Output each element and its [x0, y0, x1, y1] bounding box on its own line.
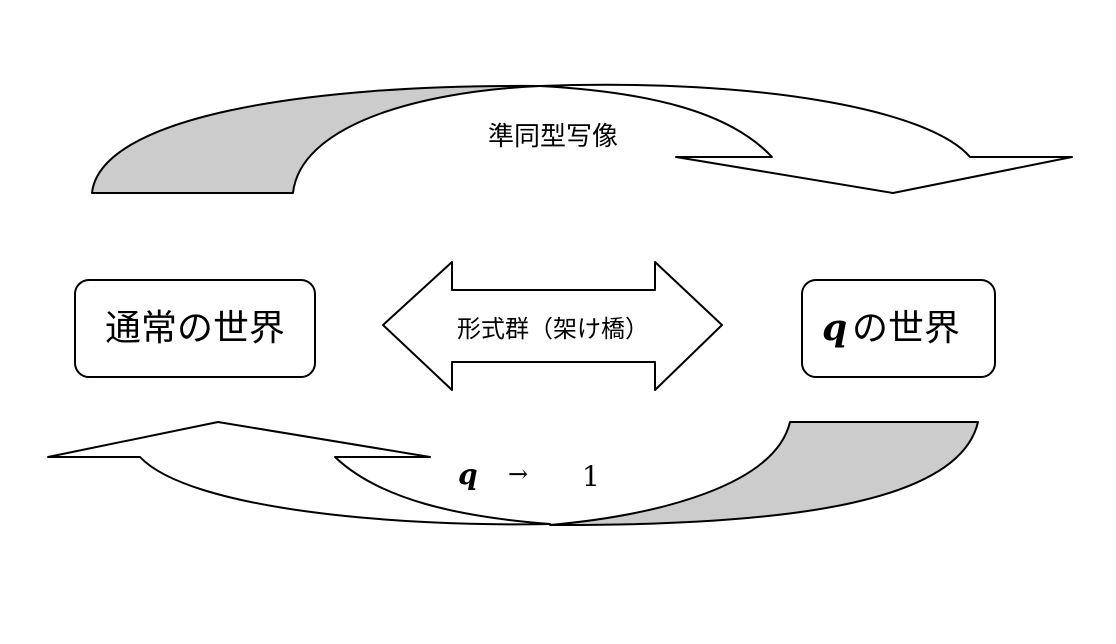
bottom-arrow-shaded-tail	[549, 421, 979, 527]
q-symbol: q	[822, 307, 847, 349]
top-arrow-body	[539, 83, 1073, 194]
q-world-box	[801, 279, 996, 378]
formal-group-label: 形式群（架け橋）	[457, 315, 649, 343]
bottom-one: 1	[582, 460, 600, 493]
bottom-arrow-symbol: →	[508, 460, 528, 488]
ordinary-world-box	[74, 279, 316, 378]
q-world-label: の世界	[852, 308, 960, 349]
top-arrow-shaded-tail	[91, 84, 541, 194]
ordinary-world-label: 通常の世界	[105, 308, 285, 349]
bottom-q-symbol: q	[458, 458, 478, 491]
top-arrow-label: 準同型写像	[488, 122, 618, 152]
double-arrow	[382, 261, 723, 391]
bottom-arrow-body	[47, 421, 551, 526]
